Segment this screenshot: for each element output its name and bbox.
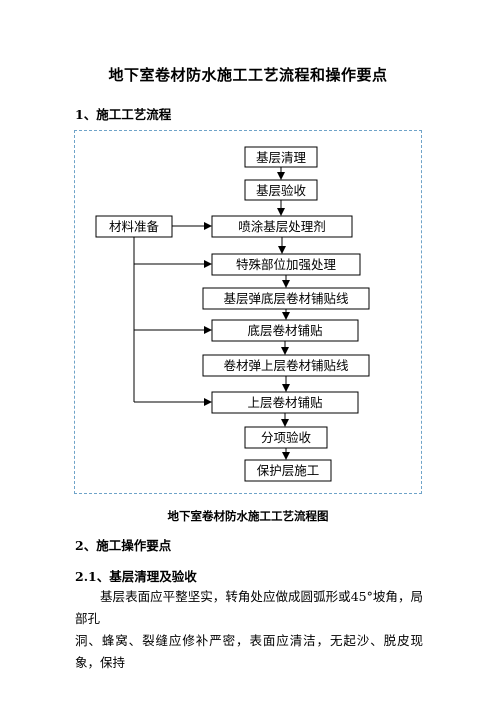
flow-step-4-label: 特殊部位加强处理: [236, 257, 337, 272]
flow-step-3-label: 喷涂基层处理剂: [238, 219, 326, 234]
section-heading-process: 1、施工工艺流程: [75, 107, 172, 122]
paragraph-line-2: 洞、蜂窝、裂缝应修补严密，表面应清洁，无起沙、脱皮现象，保持: [75, 633, 423, 670]
flow-step-10: 保护层施工: [244, 459, 332, 482]
flow-step-5-label: 基层弹底层卷材铺贴线: [223, 291, 349, 306]
flow-step-2: 基层验收: [244, 179, 318, 201]
subsection-heading: 2.1、基层清理及验收: [75, 569, 197, 584]
flow-step-7-label: 卷材弹上层卷材铺贴线: [223, 358, 349, 373]
figure-frame: [74, 130, 422, 494]
flow-step-8-label: 上层卷材铺贴: [247, 395, 322, 410]
flow-step-6-label: 底层卷材铺贴: [247, 323, 322, 338]
paragraph-line-1: 基层表面应平整坚实，转角处应做成圆弧形或45°坡角，局部孔: [75, 589, 423, 626]
flow-side-box-label: 材料准备: [109, 219, 160, 234]
flow-side-box: 材料准备: [95, 215, 173, 238]
flow-step-8: 上层卷材铺贴: [211, 391, 359, 414]
flow-main-arrows: [277, 167, 290, 460]
page-title: 地下室卷材防水施工工艺流程和操作要点: [108, 66, 388, 84]
section-heading-operation: 2、施工操作要点: [75, 538, 172, 553]
flow-step-6: 底层卷材铺贴: [211, 319, 359, 342]
flow-branch-arrows: [133, 222, 212, 406]
figure-caption: 地下室卷材防水施工工艺流程图: [167, 509, 329, 523]
flow-step-5: 基层弹底层卷材铺贴线: [202, 287, 370, 310]
flow-step-2-label: 基层验收: [256, 183, 307, 198]
flow-step-4: 特殊部位加强处理: [211, 253, 361, 276]
flow-step-1: 基层清理: [244, 146, 318, 168]
flow-step-9: 分项验收: [244, 426, 328, 449]
flow-step-10-label: 保护层施工: [257, 463, 320, 478]
flow-step-9-label: 分项验收: [261, 430, 312, 445]
body-paragraph: 基层表面应平整坚实，转角处应做成圆弧形或45°坡角，局部孔 洞、蜂窝、裂缝应修补…: [75, 586, 423, 674]
flow-step-3: 喷涂基层处理剂: [211, 215, 353, 238]
flow-step-7: 卷材弹上层卷材铺贴线: [202, 354, 370, 377]
flow-step-1-label: 基层清理: [256, 150, 307, 165]
